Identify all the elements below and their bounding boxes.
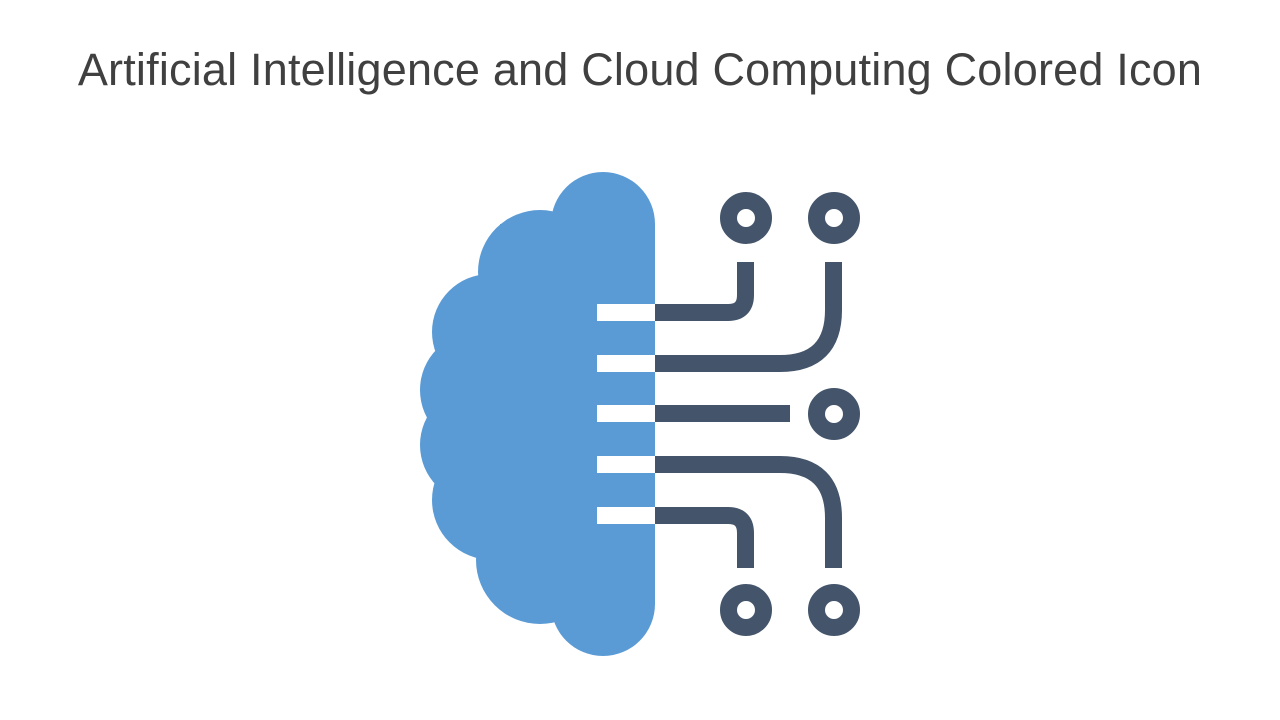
node-bottom-right-icon bbox=[808, 584, 860, 636]
circuit-nodes-icon bbox=[720, 192, 860, 636]
node-middle-icon bbox=[808, 388, 860, 440]
slide-title: Artificial Intelligence and Cloud Comput… bbox=[77, 44, 1203, 95]
node-top-left-icon bbox=[720, 192, 772, 244]
brain-gap-lines bbox=[597, 304, 655, 524]
node-top-right-icon bbox=[808, 192, 860, 244]
circuit-traces-icon bbox=[655, 262, 842, 568]
node-bottom-left-icon bbox=[720, 584, 772, 636]
